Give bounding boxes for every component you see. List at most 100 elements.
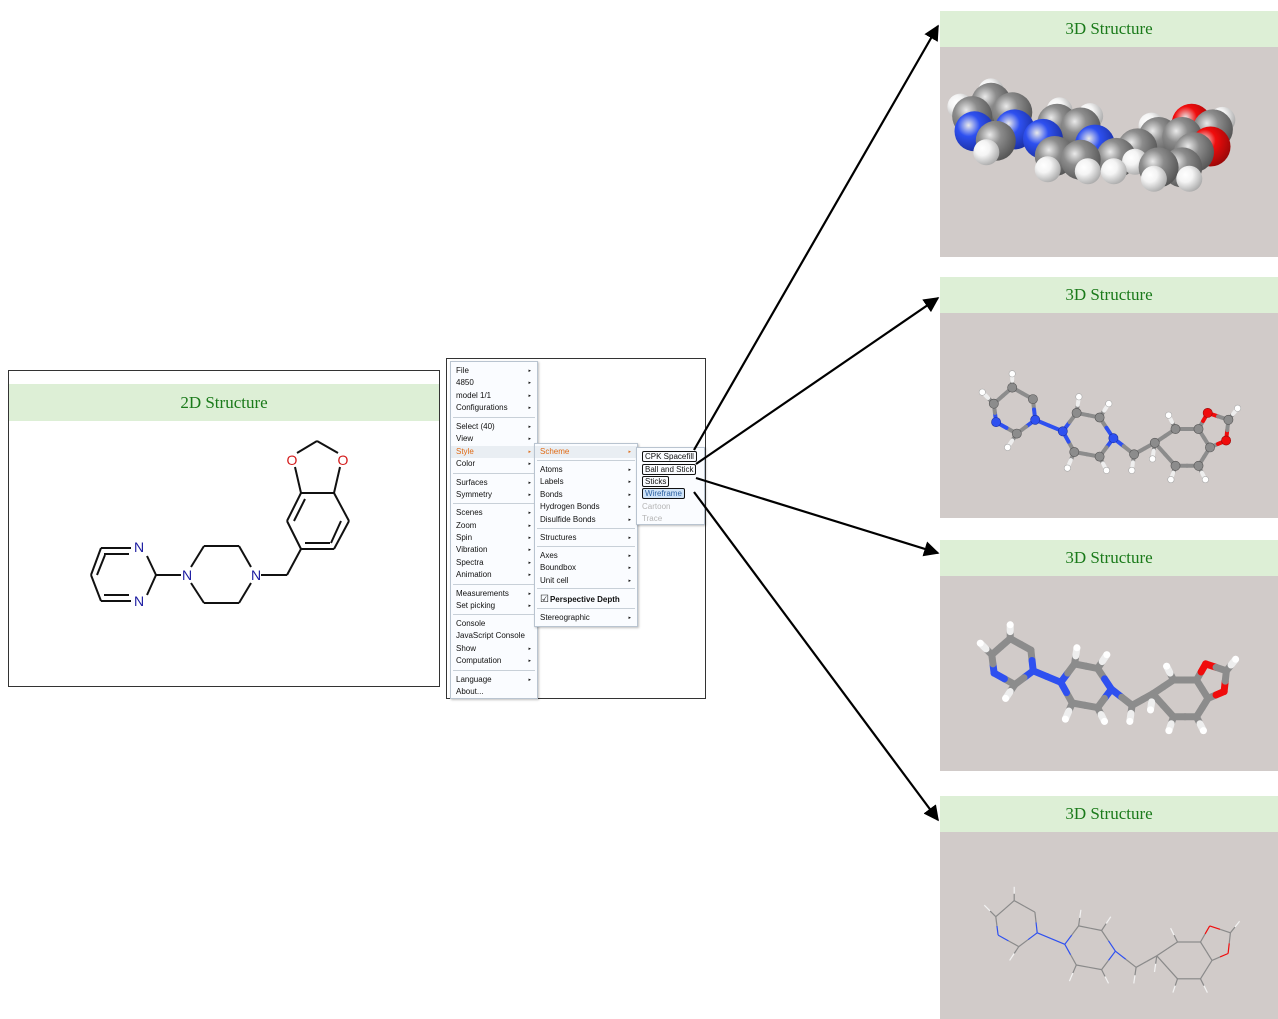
atom-label-o: O [287, 452, 298, 468]
menu-item-vibration[interactable]: Vibration▸ [451, 544, 537, 556]
bond [1115, 950, 1127, 960]
bond [1155, 955, 1158, 964]
menu-item-symmetry[interactable]: Symmetry▸ [451, 489, 537, 501]
menu-item-atoms[interactable]: Atoms▸ [535, 464, 637, 476]
submenu-arrow-icon: ▸ [528, 572, 531, 578]
menu-item-boundbox[interactable]: Boundbox▸ [535, 562, 637, 574]
menu-item-sticks[interactable]: Sticks [637, 476, 704, 488]
menu-item-console[interactable]: Console [451, 618, 537, 630]
menu-separator [537, 588, 635, 589]
menu-item-language[interactable]: Language▸ [451, 674, 537, 686]
atom-n [1057, 426, 1068, 437]
menu-item-perspective-depth[interactable]: ☑Perspective Depth [535, 594, 637, 606]
menu-item-view-label: View [456, 434, 474, 443]
panel-3d-title: 3D Structure [940, 540, 1278, 576]
bond [1076, 964, 1090, 968]
menu-item-cartoon-label: Cartoon [642, 502, 671, 511]
menu-item-spectra[interactable]: Spectra▸ [451, 557, 537, 569]
menu-item-scheme[interactable]: Scheme▸ [535, 446, 637, 458]
menu-item-4850[interactable]: 4850▸ [451, 377, 537, 389]
menu-item-zoom[interactable]: Zoom▸ [451, 520, 537, 532]
submenu-arrow-icon: ▸ [528, 380, 531, 386]
atom-h [1126, 717, 1134, 725]
bond [1024, 905, 1036, 913]
menu-item-javascript-console[interactable]: JavaScript Console [451, 630, 537, 642]
molecule-ball-and-stick [978, 370, 1242, 484]
menu-item-view[interactable]: View▸ [451, 433, 537, 445]
atom-c [1193, 424, 1204, 434]
menu-item-configurations[interactable]: Configurations▸ [451, 402, 537, 414]
menu-item-scenes-label: Scenes [456, 508, 483, 517]
menu-item-cpk-spacefill[interactable]: CPK Spacefill [637, 451, 704, 463]
atom-h [1199, 727, 1207, 735]
menu-item-axes[interactable]: Axes▸ [535, 550, 637, 562]
atom-h [1163, 662, 1171, 670]
menu-item-surfaces[interactable]: Surfaces▸ [451, 477, 537, 489]
submenu-arrow-icon: ▸ [528, 677, 531, 683]
menu-item-scenes[interactable]: Scenes▸ [451, 507, 537, 519]
submenu-arrow-icon: ▸ [628, 467, 631, 473]
bond [1013, 946, 1020, 954]
bond [1108, 940, 1116, 952]
atom-h [1105, 400, 1113, 408]
menu-item-disulfide-bonds[interactable]: Disulfide Bonds▸ [535, 514, 637, 526]
menu-item-color-label: Color [456, 459, 476, 468]
menu-item-structures[interactable]: Structures▸ [535, 532, 637, 544]
bond [1009, 953, 1015, 961]
menu-separator [537, 608, 635, 609]
menu-item-perspective-depth-label: Perspective Depth [549, 595, 620, 604]
bond [1135, 961, 1147, 968]
bond [1166, 966, 1178, 980]
menu-separator [453, 614, 535, 615]
submenu-arrow-icon: ▸ [528, 405, 531, 411]
viewer-popup-menu-window: File▸4850▸model 1/1▸Configurations▸Selec… [446, 358, 706, 699]
bond [1153, 963, 1157, 972]
menu-item-spin[interactable]: Spin▸ [451, 532, 537, 544]
atom-n [990, 669, 998, 677]
menu-item-wireframe[interactable]: Wireframe [637, 488, 704, 500]
submenu-arrow-icon: ▸ [528, 547, 531, 553]
menu-item-sticks-label: Sticks [642, 476, 670, 487]
menu-item-unit-cell[interactable]: Unit cell▸ [535, 575, 637, 587]
bond [1089, 927, 1102, 932]
bond [1105, 916, 1112, 924]
bond [1018, 939, 1029, 948]
atom-h [1006, 621, 1014, 629]
molecule-wireframe [983, 886, 1241, 993]
menu-item-hydrogen-bonds[interactable]: Hydrogen Bonds▸ [535, 501, 637, 513]
menu-item-symmetry-label: Symmetry [456, 490, 492, 499]
menu-item-labels[interactable]: Labels▸ [535, 476, 637, 488]
menu-item-model[interactable]: model 1/1▸ [451, 390, 537, 402]
submenu-arrow-icon: ▸ [628, 535, 631, 541]
menu-item-computation[interactable]: Computation▸ [451, 655, 537, 667]
menu-item-model-label: model 1/1 [456, 391, 492, 400]
menu-item-color[interactable]: Color▸ [451, 458, 537, 470]
menu-item-select[interactable]: Select (40)▸ [451, 421, 537, 433]
menu-item-stereographic[interactable]: Stereographic▸ [535, 612, 637, 624]
style-submenu: Scheme▸ Atoms▸Labels▸Bonds▸Hydrogen Bonds… [534, 443, 638, 627]
menu-item-file[interactable]: File▸ [451, 365, 537, 377]
menu-item-set-picking[interactable]: Set picking▸ [451, 600, 537, 612]
menu-item-measurements-label: Measurements [456, 589, 509, 598]
menu-item-show[interactable]: Show▸ [451, 643, 537, 655]
atom-n [991, 417, 1001, 427]
menu-item-bonds[interactable]: Bonds▸ [535, 489, 637, 501]
atom-c [1027, 646, 1035, 654]
atom-h [976, 639, 984, 647]
bond [1008, 940, 1020, 948]
menu-separator [453, 417, 535, 418]
atom-o [1221, 435, 1231, 446]
bond [1034, 912, 1037, 923]
menu-item-animation[interactable]: Animation▸ [451, 569, 537, 581]
menu-item-ball-and-stick[interactable]: Ball and Stick [637, 464, 704, 476]
bond [1172, 985, 1176, 993]
bond [1205, 950, 1213, 961]
panel-2d-structure: 2D Structure [8, 370, 440, 687]
atom-label-n: N [134, 539, 144, 555]
submenu-arrow-icon: ▸ [628, 517, 631, 523]
menu-item-about[interactable]: About... [451, 686, 537, 698]
menu-item-style[interactable]: Style▸ [451, 446, 537, 458]
menu-item-measurements[interactable]: Measurements▸ [451, 588, 537, 600]
bond [1204, 925, 1211, 935]
bond [1050, 937, 1066, 945]
